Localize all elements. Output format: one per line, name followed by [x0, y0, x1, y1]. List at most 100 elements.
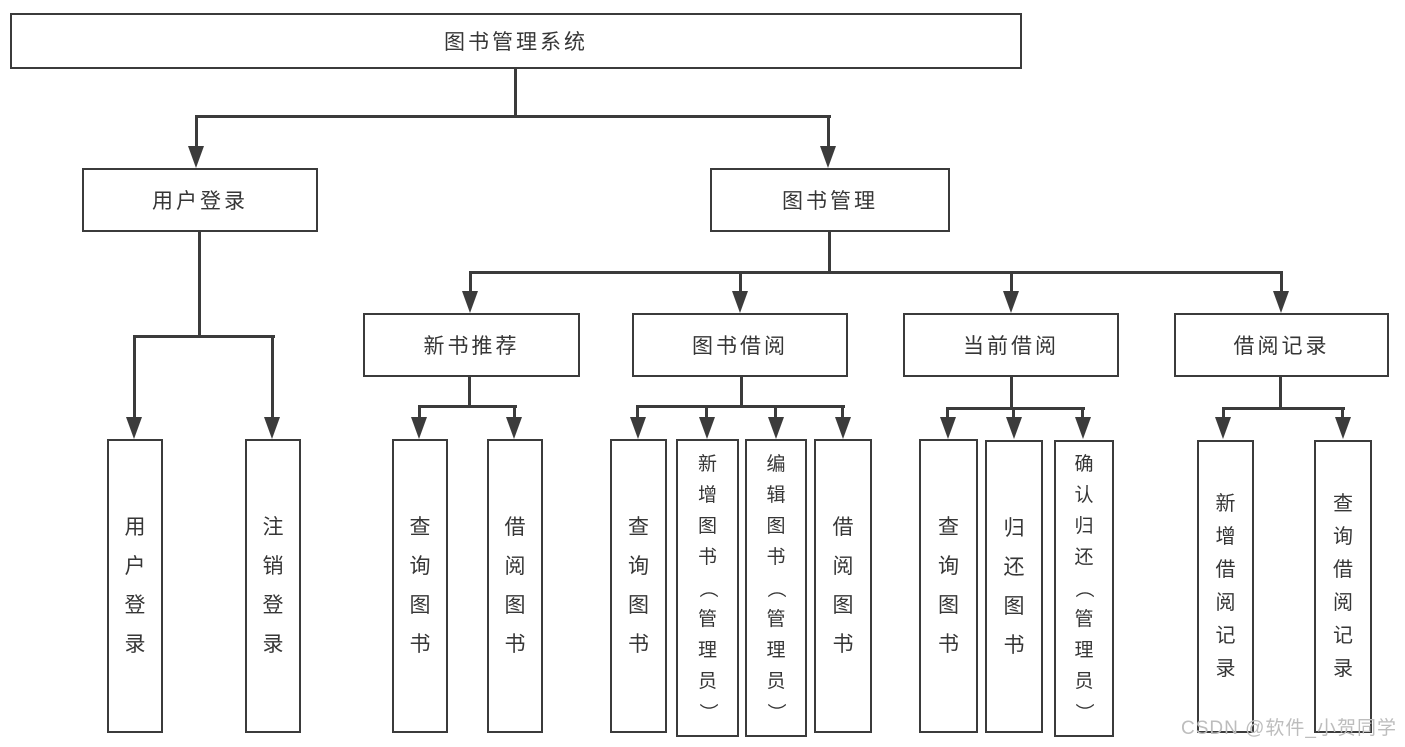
connector-drop	[418, 405, 421, 419]
connector-drop	[1010, 271, 1013, 291]
node-library-management-system: 图书管理系统	[10, 13, 1022, 69]
connector-level1-bar	[196, 115, 831, 118]
connector-drop	[1081, 407, 1084, 419]
vertical-char: 图	[504, 594, 526, 617]
connector-drop	[1280, 271, 1283, 291]
vertical-char: 户	[124, 555, 146, 578]
vertical-char: 书	[697, 546, 717, 568]
arrow-down-icon	[126, 417, 142, 439]
vertical-char: 图	[832, 594, 854, 617]
vertical-char: 借	[504, 516, 526, 539]
vertical-char: 新	[697, 453, 717, 475]
vertical-char: （	[1073, 578, 1095, 599]
vertical-char: 书	[628, 633, 649, 656]
vertical-char: 借	[832, 516, 854, 539]
connector-stem	[1279, 377, 1282, 410]
vertical-char: 销	[262, 555, 284, 578]
leaf-borrow-books-borrowing: 借阅图书	[814, 439, 872, 733]
connector-drop	[1012, 407, 1015, 419]
arrow-down-icon	[630, 417, 646, 439]
arrow-down-icon	[699, 417, 715, 439]
connector-drop	[636, 405, 639, 419]
vertical-char: 理	[1074, 640, 1094, 661]
vertical-char: 书	[409, 633, 431, 656]
vertical-char: 阅	[1333, 592, 1353, 614]
connector-bar	[418, 405, 517, 408]
node-user-login: 用户登录	[82, 168, 318, 232]
vertical-char: 询	[409, 555, 431, 578]
vertical-char: 阅	[1215, 592, 1236, 614]
vertical-char: 新	[1215, 493, 1236, 515]
connector-drop	[841, 405, 844, 419]
vertical-char: 用	[124, 516, 146, 539]
vertical-char: 图	[766, 515, 786, 537]
connector-drop	[1341, 407, 1344, 419]
vertical-char: 阅	[832, 555, 854, 578]
vertical-char: 询	[938, 555, 959, 578]
connector-bar	[1222, 407, 1345, 410]
vertical-char: 录	[1215, 658, 1236, 680]
vertical-char: 借	[1215, 559, 1236, 581]
vertical-char: 图	[628, 594, 649, 617]
arrow-down-icon	[462, 291, 478, 313]
arrow-down-icon	[1273, 291, 1289, 313]
vertical-char: 增	[697, 484, 717, 506]
csdn-watermark: CSDN @软件_小贺同学	[1181, 718, 1397, 739]
connector-level2-bar	[469, 271, 1283, 274]
vertical-char: 询	[1333, 526, 1353, 548]
node-borrowing-records: 借阅记录	[1174, 313, 1389, 377]
vertical-char: 确	[1074, 454, 1094, 475]
vertical-char: 员	[766, 670, 786, 692]
vertical-char: 员	[1074, 671, 1094, 692]
vertical-char: 管	[697, 608, 717, 630]
arrow-down-icon	[506, 417, 522, 439]
connector-bar	[133, 335, 275, 338]
vertical-char: ）	[696, 702, 718, 722]
connector-drop	[513, 405, 516, 419]
vertical-char: 图	[1003, 594, 1025, 618]
vertical-char: 查	[1333, 493, 1353, 515]
vertical-char: ）	[765, 702, 787, 722]
vertical-char: 书	[766, 546, 786, 568]
arrow-down-icon	[1075, 417, 1091, 439]
leaf-logout: 注销登录	[245, 439, 301, 733]
leaf-confirm-return-admin: 确认归还（管理员）	[1054, 440, 1114, 737]
vertical-char: 归	[1003, 516, 1025, 540]
vertical-char: 图	[938, 594, 959, 617]
leaf-user-login: 用户登录	[107, 439, 163, 733]
node-book-management: 图书管理	[710, 168, 950, 232]
arrow-down-icon	[264, 417, 280, 439]
vertical-char: 增	[1215, 526, 1236, 548]
vertical-char: ）	[1073, 702, 1095, 723]
vertical-char: 登	[262, 594, 284, 617]
vertical-char: 辑	[766, 484, 786, 506]
vertical-char: 录	[124, 633, 146, 656]
vertical-char: 管	[766, 608, 786, 630]
vertical-char: 书	[1003, 633, 1025, 657]
vertical-char: 编	[766, 453, 786, 475]
leaf-return-book: 归还图书	[985, 440, 1043, 733]
connector-drop	[133, 335, 136, 419]
vertical-char: 录	[262, 633, 284, 656]
vertical-char: 借	[1333, 559, 1353, 581]
connector-stem	[468, 377, 471, 408]
connector-stem	[198, 230, 201, 337]
vertical-char: 员	[697, 670, 717, 692]
connector-stem	[740, 377, 743, 408]
leaf-borrow-books-recommend: 借阅图书	[487, 439, 543, 733]
leaf-query-books-recommend: 查询图书	[392, 439, 448, 733]
arrow-down-icon	[732, 291, 748, 313]
vertical-char: 询	[628, 555, 649, 578]
connector-drop	[1222, 407, 1225, 419]
vertical-char: 还	[1003, 555, 1025, 579]
vertical-char: 查	[409, 516, 431, 539]
vertical-char: 理	[766, 639, 786, 661]
arrow-down-icon	[1006, 417, 1022, 439]
connector-drop	[946, 407, 949, 419]
vertical-char: 认	[1074, 485, 1094, 506]
node-book-borrowing: 图书借阅	[632, 313, 848, 377]
vertical-char: 记	[1333, 625, 1353, 647]
leaf-query-books-current: 查询图书	[919, 439, 978, 733]
arrow-down-icon	[1003, 291, 1019, 313]
